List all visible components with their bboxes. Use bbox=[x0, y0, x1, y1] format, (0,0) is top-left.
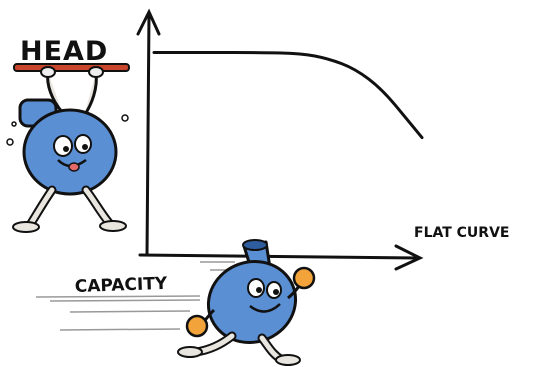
mascot-tongue bbox=[69, 163, 79, 171]
weight-bar bbox=[14, 64, 129, 71]
mascot-hand-right bbox=[89, 67, 103, 77]
mascot-leg-right-fill bbox=[86, 190, 110, 224]
chart-axes bbox=[138, 12, 420, 269]
flat-curve-label: FLAT CURVE bbox=[414, 225, 509, 241]
runner-body bbox=[197, 249, 307, 354]
capacity-label: CAPACITY bbox=[74, 274, 168, 297]
mascot-hand-left bbox=[41, 67, 55, 77]
mascot-pupil-right bbox=[82, 144, 88, 150]
runner-pupil-left bbox=[256, 287, 262, 293]
mascot-leg-left-fill bbox=[30, 190, 52, 225]
sweat-drop bbox=[7, 139, 13, 145]
runner-foot-right bbox=[276, 355, 300, 365]
mascot-eye-right bbox=[75, 135, 91, 153]
mascot-pupil-left bbox=[63, 146, 69, 152]
y-axis bbox=[147, 14, 149, 255]
mascot-arm-right bbox=[84, 72, 96, 116]
sweat-drop bbox=[122, 115, 128, 121]
runner-pupil-right bbox=[273, 289, 279, 295]
handstand-pump-icon bbox=[7, 64, 129, 232]
runner-fist-left bbox=[187, 316, 207, 336]
runner-foot-left bbox=[178, 347, 202, 357]
running-pump-icon bbox=[36, 240, 314, 365]
head-label: HEAD bbox=[20, 36, 108, 67]
mascot-eye-left bbox=[54, 136, 72, 156]
mascot-foot-left bbox=[13, 222, 39, 232]
runner-outlet-top bbox=[243, 240, 267, 250]
runner-eye-left bbox=[248, 279, 264, 297]
mascot-foot-right bbox=[100, 221, 126, 231]
pump-curve-line bbox=[154, 53, 422, 138]
sweat-drop bbox=[12, 122, 16, 126]
x-axis bbox=[140, 255, 418, 258]
runner-fist-right bbox=[294, 268, 314, 288]
